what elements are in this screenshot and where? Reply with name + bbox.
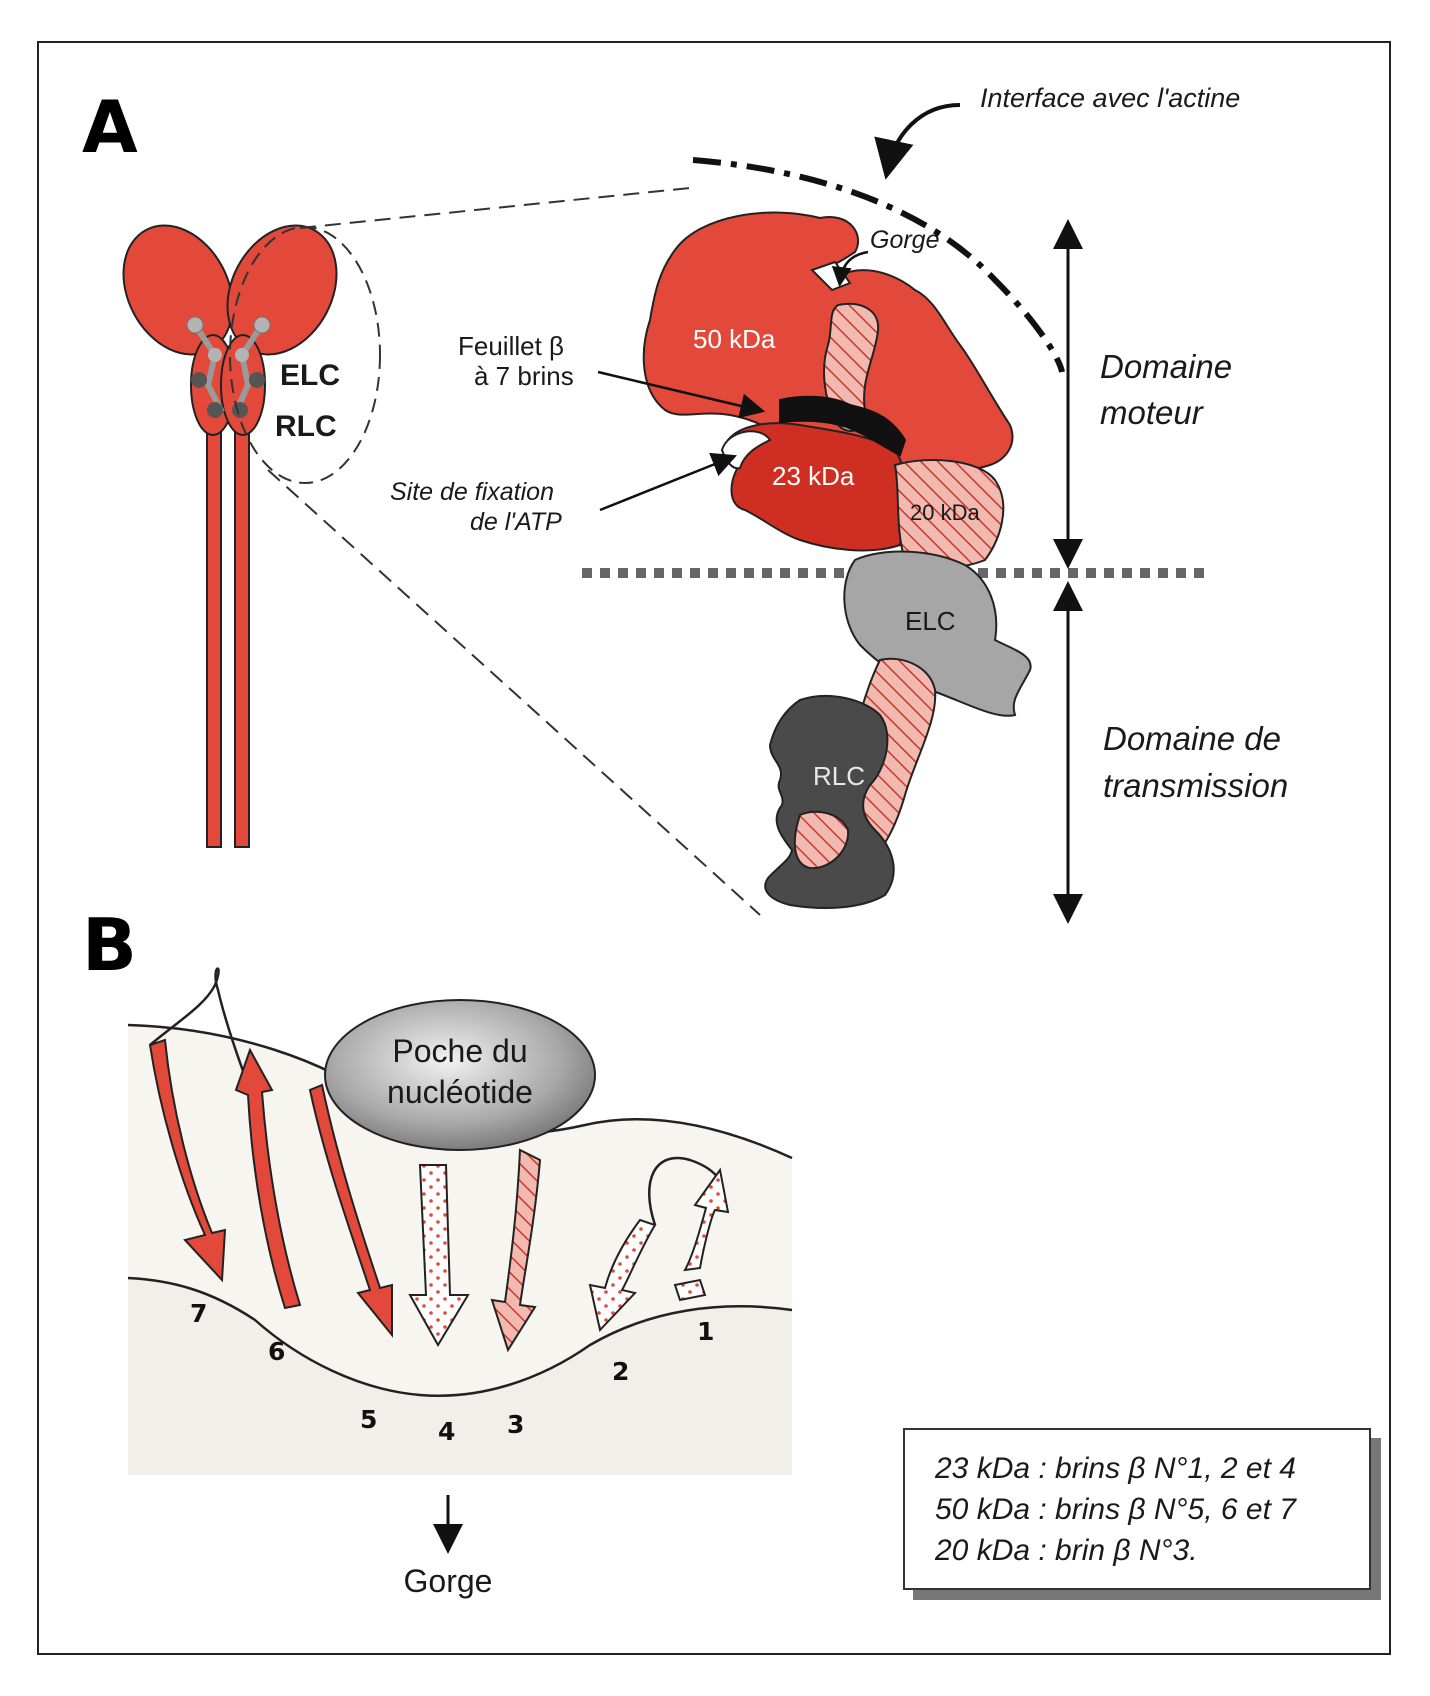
domaine-moteur-2: moteur <box>1100 394 1205 431</box>
domaine-moteur-1: Domaine <box>1100 348 1232 385</box>
strand-number-4: 4 <box>438 1417 455 1446</box>
legend-box: 23 kDa : brins β N°1, 2 et 4 50 kDa : br… <box>903 1428 1371 1590</box>
label-20kda: 20 kDa <box>910 500 980 525</box>
elc-small-label: ELC <box>280 359 340 392</box>
gorge-arrow-a <box>831 250 869 287</box>
gorge-label-b: Gorge <box>404 1563 493 1599</box>
strand-number-6: 6 <box>268 1337 285 1366</box>
loop-7-6 <box>149 967 252 1091</box>
atp-site-label-2: de l'ATP <box>470 508 562 536</box>
atp-site-arrow <box>599 452 737 512</box>
legend-line-1: 23 kDa : brins β N°1, 2 et 4 <box>935 1452 1296 1485</box>
strand-number-5: 5 <box>360 1405 377 1434</box>
feuillet-label-1: Feuillet β <box>458 331 564 361</box>
panel-b-letter: B <box>82 903 137 987</box>
beta-sheet-black <box>779 395 907 457</box>
myosin-schematic <box>122 224 338 848</box>
beta-strand-7 <box>148 1038 227 1283</box>
legend-line-3: 20 kDa : brin β N°3. <box>935 1534 1198 1567</box>
strand-number-3: 3 <box>507 1410 524 1439</box>
beta-strand-4 <box>408 1164 470 1347</box>
strand-number-2: 2 <box>612 1357 629 1386</box>
beta-strand-5 <box>308 1083 393 1338</box>
panel-a-letter: A <box>82 85 138 169</box>
actin-interface-label: Interface avec l'actine <box>980 83 1240 113</box>
helix-hatched-rlc <box>793 810 850 870</box>
elc-domain <box>843 550 1032 717</box>
domain-20kda <box>893 459 1005 569</box>
beta-strand-3 <box>490 1148 542 1353</box>
strand-number-7: 7 <box>190 1299 207 1328</box>
poche-label-1: Poche du <box>392 1033 527 1069</box>
beta-strand-1 <box>673 1167 730 1302</box>
label-23kda: 23 kDa <box>772 461 855 491</box>
sheet-lower-band <box>128 1278 792 1475</box>
strand-number-1: 1 <box>697 1317 714 1346</box>
nucleotide-pocket <box>324 999 596 1151</box>
beta-strand-6 <box>234 1047 302 1310</box>
elc-label: ELC <box>905 606 956 636</box>
gorge-label-a: Gorge <box>870 226 939 254</box>
rlc-label: RLC <box>813 761 865 791</box>
legend-line-2: 50 kDa : brins β N°5, 6 et 7 <box>935 1493 1296 1526</box>
feuillet-arrow <box>597 370 766 419</box>
actin-interface-line <box>692 157 1065 373</box>
atp-site-label-1: Site de fixation <box>390 478 554 506</box>
label-50kda: 50 kDa <box>693 324 776 354</box>
zoom-line-top <box>299 187 691 229</box>
beta-strand-2 <box>588 1218 657 1333</box>
actin-interface-arrow <box>874 103 961 180</box>
poche-label-2: nucléotide <box>387 1074 533 1110</box>
rlc-small-label: RLC <box>275 410 337 443</box>
sheet-bottom-edge <box>127 1276 793 1397</box>
zoom-line-bottom <box>267 469 761 916</box>
domaine-transmission-2: transmission <box>1103 767 1288 804</box>
feuillet-label-2: à 7 brins <box>474 361 574 391</box>
domaine-transmission-1: Domaine de <box>1103 720 1281 757</box>
